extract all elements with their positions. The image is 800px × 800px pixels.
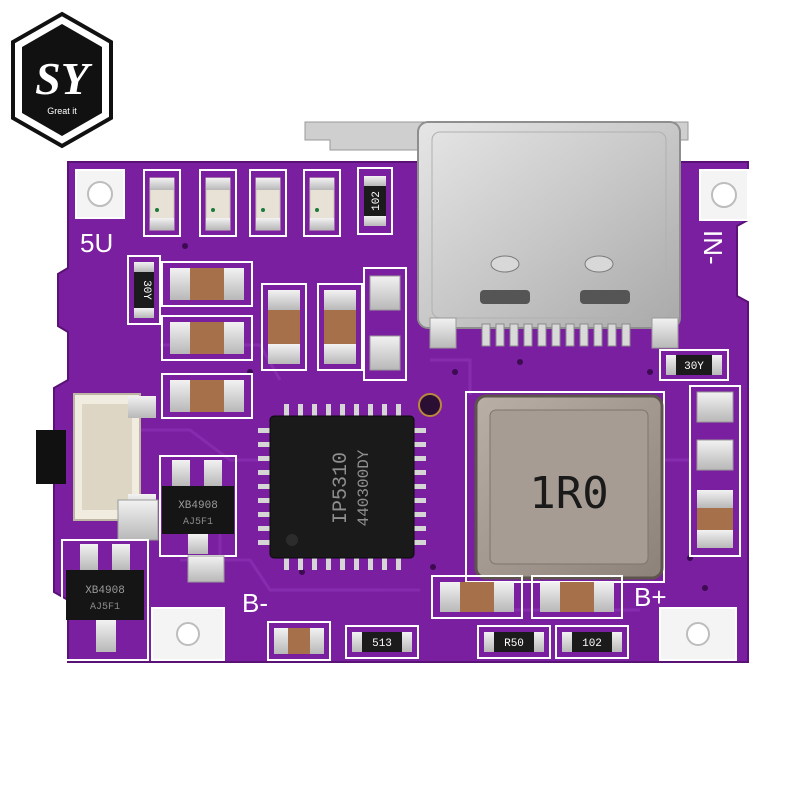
logo-tagline: Great it	[47, 106, 77, 116]
mosfet-1-line1: XB4908	[178, 500, 218, 512]
resistor-bottom-102-label: 102	[582, 638, 602, 650]
led-row	[143, 169, 341, 237]
label-b-plus: B+	[634, 582, 667, 612]
power-inductor: 1R0	[465, 391, 665, 583]
resistor-bottom-r50: R50	[477, 625, 551, 659]
right-component-column	[689, 385, 741, 557]
resistor-right-30y-label: 30Y	[684, 361, 704, 373]
resistor-bottom-102: 102	[555, 625, 629, 659]
label-5v: 5U	[80, 228, 113, 258]
resistor-left-30y-label: 30Y	[140, 280, 152, 300]
resistor-top-102-label: 102	[371, 191, 383, 211]
logo-monogram: SY	[35, 53, 93, 104]
main-ic: IP5310 440300DY	[258, 404, 426, 570]
mosfet-2-line2: AJ5F1	[90, 602, 120, 613]
small-pad-near-switch	[117, 499, 225, 583]
resistor-top-102: 102	[357, 167, 393, 235]
battery-pad-plus	[659, 607, 737, 661]
main-ic-part-number: IP5310	[330, 452, 353, 524]
capacitor-bottom-group	[267, 575, 623, 661]
resistor-left-30y: 30Y	[127, 255, 161, 325]
inductor-marking: 1R0	[529, 468, 608, 519]
capacitor-middle-group	[261, 267, 407, 381]
resistor-right-30y: 30Y	[659, 349, 729, 381]
usb-c-receptacle	[417, 121, 681, 349]
resistor-bottom-r50-label: R50	[504, 638, 524, 650]
mosfet-2: XB4908 AJ5F1	[61, 539, 149, 661]
resistor-bottom-513-label: 513	[372, 638, 392, 650]
label-b-minus: B-	[242, 588, 268, 618]
resistor-bottom-513: 513	[345, 625, 419, 659]
capacitor-left-group	[161, 261, 253, 419]
battery-pad-minus	[151, 607, 225, 661]
mosfet-2-line1: XB4908	[85, 585, 125, 597]
mounting-pad-top-left	[75, 169, 125, 219]
mosfet-1-line2: AJ5F1	[183, 517, 213, 528]
main-ic-batch: 440300DY	[355, 449, 373, 526]
mounting-pad-top-right	[699, 169, 749, 221]
label-in-minus: IN-	[698, 230, 728, 265]
brand-logo: SY Great it	[11, 11, 113, 149]
